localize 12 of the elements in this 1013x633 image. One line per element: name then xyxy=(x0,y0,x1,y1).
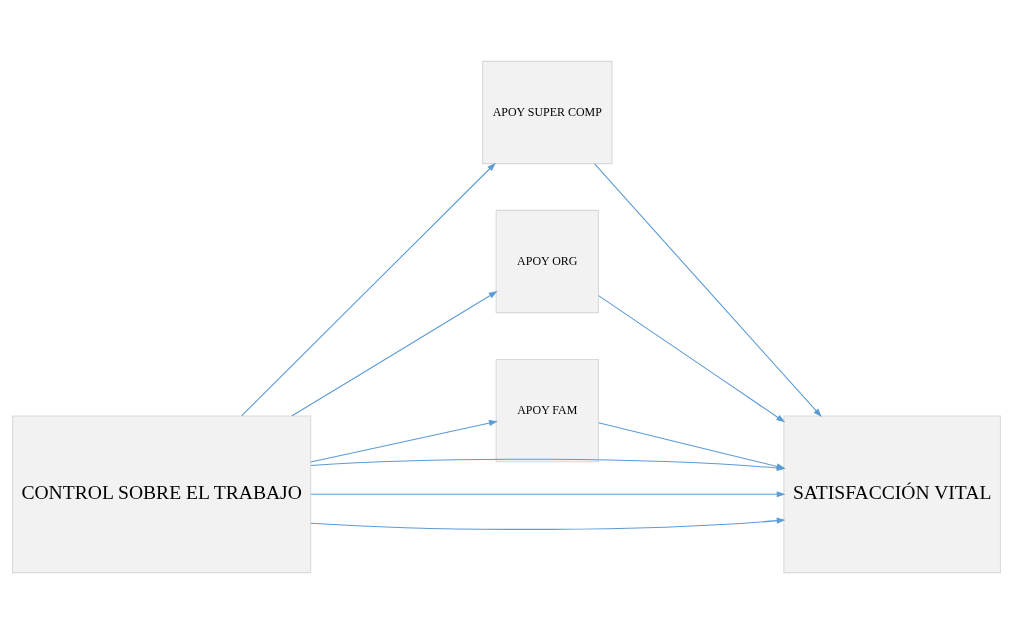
node-box: APOY ORG xyxy=(495,209,599,313)
arrow xyxy=(310,419,498,463)
node-box: APOY FAM xyxy=(495,358,599,462)
node-box: CONTROL SOBRE EL TRABAJO xyxy=(12,414,312,573)
node-box: APOY SUPER COMP xyxy=(482,60,613,164)
arrow xyxy=(598,294,786,422)
arrow xyxy=(310,517,786,530)
arrow xyxy=(594,162,822,417)
arrow xyxy=(291,290,498,416)
node-box: SATISFACCIÓN VITAL xyxy=(783,414,1001,573)
arrow xyxy=(241,162,496,416)
arrow xyxy=(310,490,786,497)
